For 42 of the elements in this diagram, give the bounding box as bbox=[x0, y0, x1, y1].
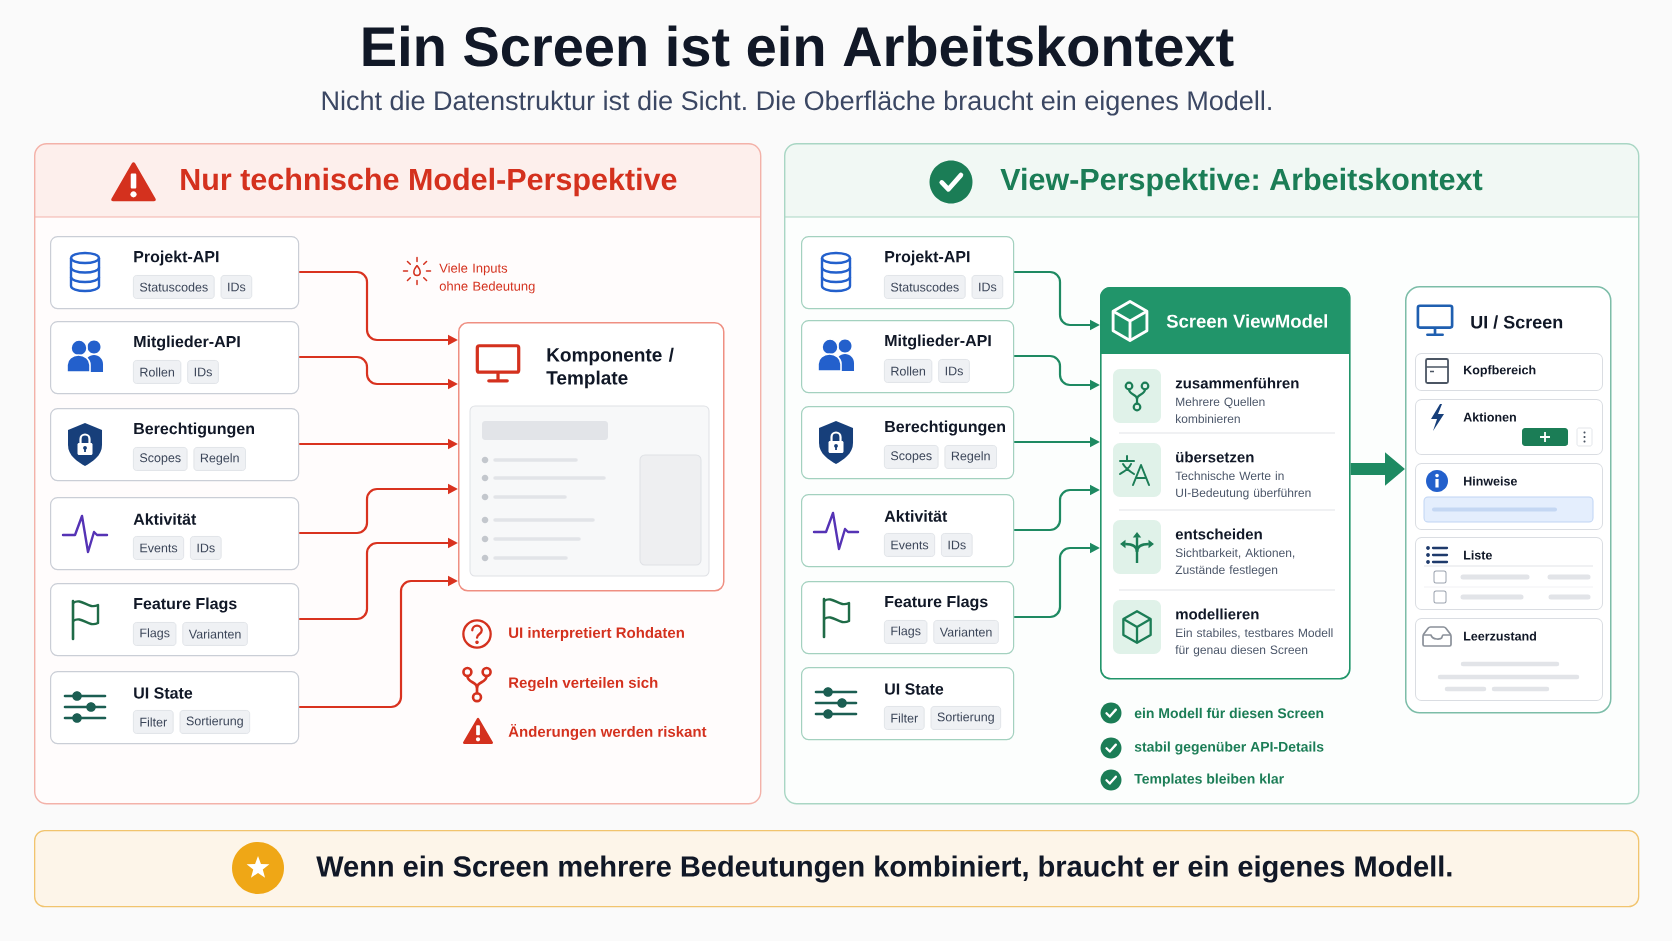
bullet-text: Regeln verteilen sich bbox=[509, 676, 658, 692]
tag-chip: IDs bbox=[190, 536, 222, 560]
tag-chip: Events bbox=[884, 533, 936, 557]
tag-chip: Rollen bbox=[133, 360, 182, 384]
step-title: entscheiden bbox=[1175, 528, 1262, 540]
note-text: Viele Inputs ohne Bedeutung bbox=[439, 263, 535, 294]
tag-chip: Sortierung bbox=[930, 706, 1002, 730]
tag-chip: IDs bbox=[938, 359, 970, 383]
step-description: Mehrere Quellen kombinieren bbox=[1176, 397, 1265, 423]
step-description: Sichtbarkeit, Aktionen, Zustände festlegen bbox=[1175, 548, 1295, 577]
tag-chip: Scopes bbox=[133, 447, 188, 471]
bullet-text: Templates bleiben klar bbox=[1134, 773, 1284, 787]
bullet-text: Änderungen werden riskant bbox=[508, 724, 707, 740]
step-title: zusammenführen bbox=[1175, 377, 1299, 389]
tag-chip: Scopes bbox=[884, 445, 939, 469]
tag-chip: IDs bbox=[187, 360, 219, 384]
tag-chip: Sortierung bbox=[179, 710, 251, 734]
tag-chip: IDs bbox=[220, 275, 253, 299]
tag-chip: Flags bbox=[133, 622, 177, 646]
bullet-text: UI interpretiert Rohdaten bbox=[509, 627, 684, 641]
tag-chip: Regeln bbox=[193, 447, 246, 471]
step-title: modellieren bbox=[1176, 608, 1259, 620]
tag-chip: IDs bbox=[941, 533, 973, 557]
tag-chip: Events bbox=[133, 536, 185, 560]
step-description: Technische Werte in UI-Bedeutung überführen bbox=[1175, 471, 1311, 500]
banner: Wenn ein Screen mehrere Bedeutungen kombiniert, braucht er ein eigenes Modell. bbox=[34, 830, 1640, 908]
bullet-text: ein Modell für diesen Screen bbox=[1134, 707, 1324, 719]
tag-chip: Statuscodes bbox=[133, 275, 215, 299]
tag-chip: Filter bbox=[133, 710, 174, 734]
step-title: übersetzen bbox=[1176, 451, 1254, 463]
tag-chip: Varianten bbox=[182, 622, 248, 646]
tag-chip: Flags bbox=[884, 620, 928, 644]
tag-chip: Varianten bbox=[933, 620, 999, 644]
tag-chip: Rollen bbox=[884, 359, 933, 383]
tag-chip: IDs bbox=[971, 275, 1004, 299]
bullet-text: stabil gegenüber API-Details bbox=[1134, 741, 1324, 755]
tag-chip: Filter bbox=[884, 706, 925, 730]
title: Ein Screen ist ein Arbeitskontext bbox=[363, 25, 1234, 67]
step-description: Ein stabiles, testbares Modell für genau diesen Screen bbox=[1175, 628, 1333, 657]
tag-chip: Statuscodes bbox=[884, 275, 966, 299]
subtitle: Nicht die Datenstruktur ist die Sicht. Die Oberfläche braucht ein eigenes Modell. bbox=[322, 90, 1271, 116]
tag-chip: Regeln bbox=[944, 445, 997, 469]
